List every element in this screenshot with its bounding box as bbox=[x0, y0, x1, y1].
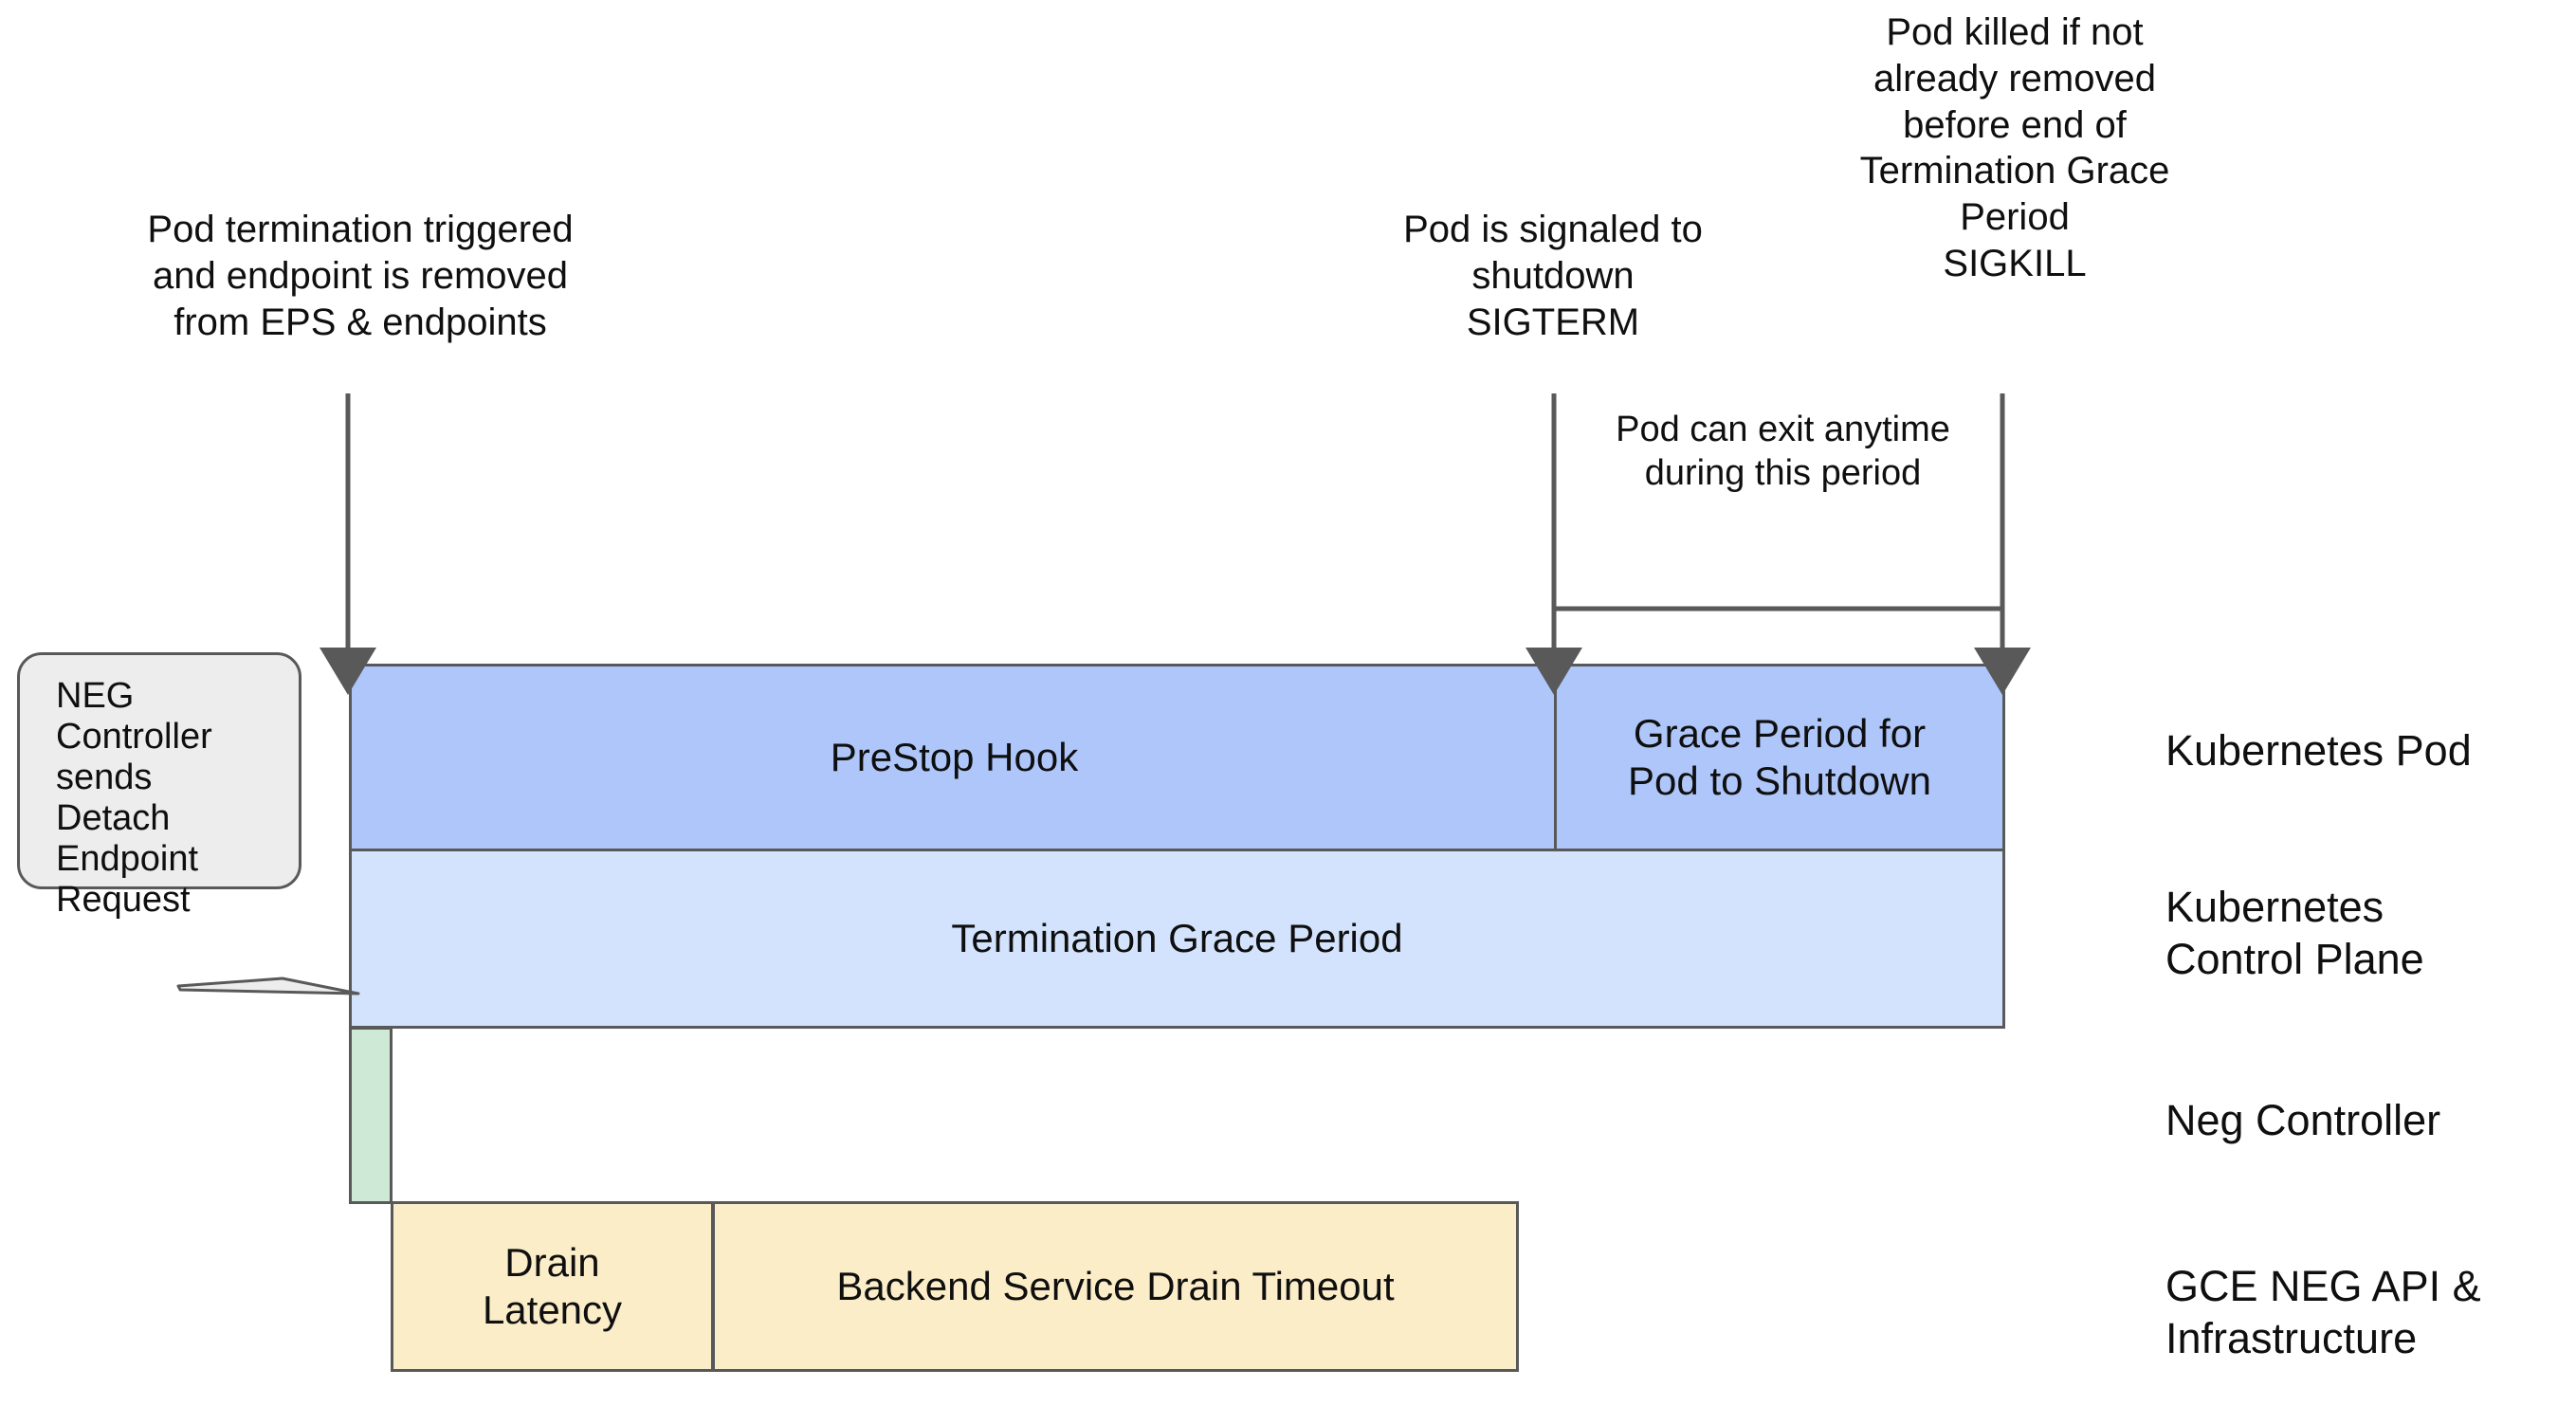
lane-label-gce-neg-api-infrastructure: GCE NEG API & Infrastructure bbox=[2165, 1262, 2481, 1362]
annotation-pod-can-exit-anytime: Pod can exit anytime during this period bbox=[1616, 410, 1950, 494]
lane-label-kubernetes-pod: Kubernetes Pod bbox=[2165, 726, 2472, 775]
annotation-pod-termination-triggered: Pod termination triggered and endpoint i… bbox=[147, 209, 574, 343]
annotation-pod-signaled-shutdown: Pod is signaled to shutdown SIGTERM bbox=[1403, 209, 1703, 343]
bar-drain-latency: Drain Latency bbox=[391, 1201, 714, 1372]
bar-backend-service-drain-timeout: Backend Service Drain Timeout bbox=[712, 1201, 1519, 1372]
bar-termination-grace-period: Termination Grace Period bbox=[349, 849, 2005, 1029]
bar-neg-controller-activity bbox=[349, 1027, 393, 1204]
neg-controller-callout: NEG Controller sends Detach Endpoint Req… bbox=[17, 652, 301, 920]
lane-label-kubernetes-control-plane: Kubernetes Control Plane bbox=[2165, 883, 2424, 983]
bar-prestop-hook: PreStop Hook bbox=[349, 664, 1557, 851]
lane-label-neg-controller: Neg Controller bbox=[2165, 1096, 2441, 1144]
annotation-pod-killed-sigkill: Pod killed if not already removed before… bbox=[1859, 11, 2170, 284]
bar-grace-period-for-pod-to-shutdown: Grace Period for Pod to Shutdown bbox=[1554, 664, 2005, 851]
